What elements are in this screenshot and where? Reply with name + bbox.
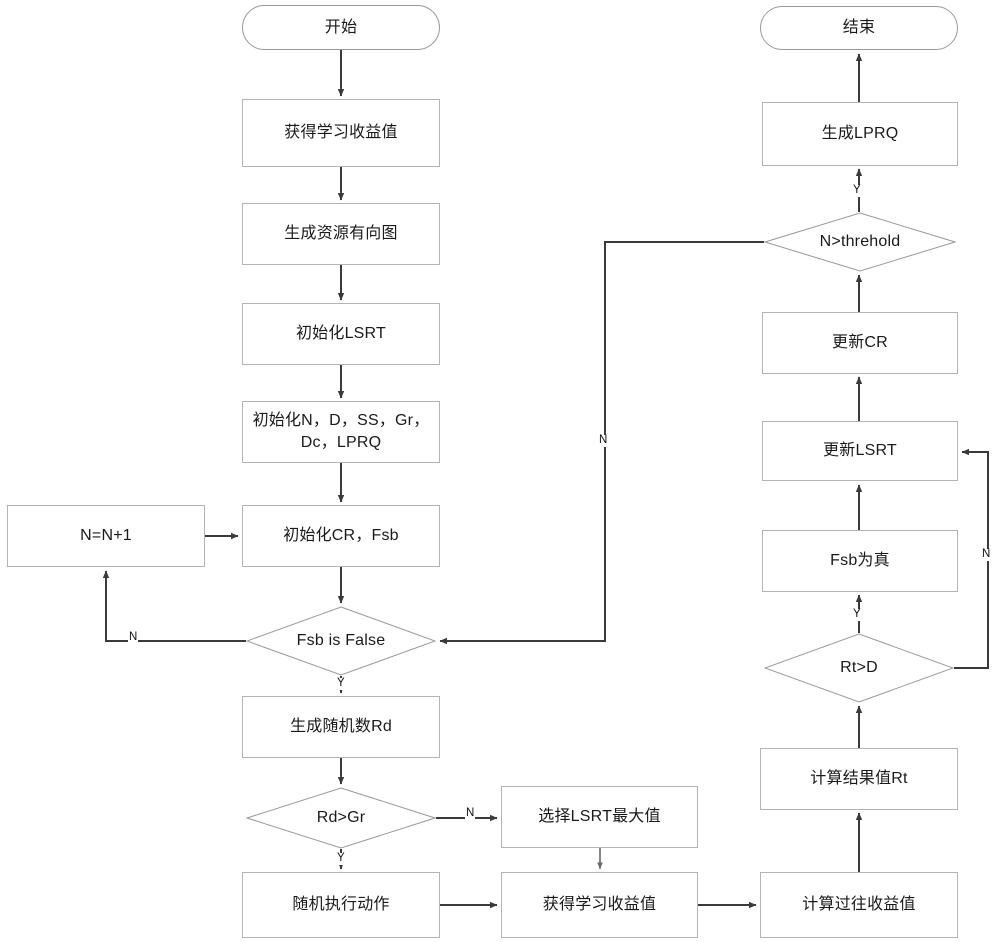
node-init-lsrt[interactable]: 初始化LSRT xyxy=(242,303,440,365)
node-n-increment-label: N=N+1 xyxy=(80,527,132,545)
node-n-increment[interactable]: N=N+1 xyxy=(7,505,205,567)
node-decision-rt-gt-d-label: Rt>D xyxy=(840,659,878,676)
node-fsb-true-label: Fsb为真 xyxy=(830,552,890,570)
node-init-params-line2: Dc，LPRQ xyxy=(300,434,382,451)
node-init-params-line1: 初始化N，D，SS，Gr， xyxy=(252,412,430,430)
node-decision-n-gt-threshold-label: N>threhold xyxy=(819,233,901,250)
diamond-shape xyxy=(764,633,954,703)
diamond-shape xyxy=(246,787,436,849)
node-get-learning-reward-1[interactable]: 获得学习收益值 xyxy=(242,99,440,167)
node-calc-past-reward-label: 计算过往收益值 xyxy=(802,896,916,914)
node-end-label: 结束 xyxy=(842,19,876,37)
diamond-shape xyxy=(246,606,436,676)
node-decision-fsb-is-false-label: Fsb is False xyxy=(296,632,386,649)
node-random-action-label: 随机执行动作 xyxy=(292,896,390,914)
node-select-lsrt-max-label: 选择LSRT最大值 xyxy=(538,808,661,826)
node-random-action[interactable]: 随机执行动作 xyxy=(242,872,440,938)
node-get-learning-reward-2[interactable]: 获得学习收益值 xyxy=(501,872,698,938)
edge-label-rt-gt-d-n: N xyxy=(981,548,992,561)
node-generate-random-rd[interactable]: 生成随机数Rd xyxy=(242,696,440,758)
node-end[interactable]: 结束 xyxy=(760,6,958,50)
node-decision-rt-gt-d[interactable]: Rt>D xyxy=(764,633,954,703)
edge-label-n-threshold-y: Y xyxy=(852,184,862,197)
node-start-label: 开始 xyxy=(324,18,358,36)
node-calc-result-rt-label: 计算结果值Rt xyxy=(810,770,908,788)
node-init-cr-fsb-label: 初始化CR，Fsb xyxy=(283,527,399,545)
edge-label-rd-gt-gr-y: Y xyxy=(336,852,346,865)
node-decision-n-gt-threshold[interactable]: N>threhold xyxy=(764,212,956,272)
edge-label-n-threshold-n: N xyxy=(598,434,609,447)
edge-label-fsb-false-n: N xyxy=(128,631,139,644)
diamond-shape xyxy=(764,212,956,272)
edge-label-rd-gt-gr-n: N xyxy=(465,807,476,820)
node-start[interactable]: 开始 xyxy=(242,5,440,50)
node-select-lsrt-max[interactable]: 选择LSRT最大值 xyxy=(501,786,698,848)
node-calc-result-rt[interactable]: 计算结果值Rt xyxy=(760,748,958,810)
node-decision-rd-gt-gr-label: Rd>Gr xyxy=(316,809,366,826)
node-fsb-true[interactable]: Fsb为真 xyxy=(762,530,958,592)
node-generate-resource-digraph[interactable]: 生成资源有向图 xyxy=(242,203,440,265)
node-generate-random-rd-label: 生成随机数Rd xyxy=(290,718,392,736)
node-update-lsrt[interactable]: 更新LSRT xyxy=(762,421,958,481)
node-get-learning-reward-1-label: 获得学习收益值 xyxy=(284,124,398,142)
node-update-cr-label: 更新CR xyxy=(832,334,888,352)
node-generate-lprq[interactable]: 生成LPRQ xyxy=(762,102,958,166)
node-calc-past-reward[interactable]: 计算过往收益值 xyxy=(760,872,958,938)
edge-label-rt-gt-d-y: Y xyxy=(852,608,862,621)
node-decision-fsb-is-false[interactable]: Fsb is False xyxy=(246,606,436,676)
edge-fsb-false-n-to-n-increment xyxy=(102,570,246,642)
node-generate-lprq-label: 生成LPRQ xyxy=(821,125,899,143)
node-get-learning-reward-2-label: 获得学习收益值 xyxy=(542,896,657,914)
node-init-lsrt-label: 初始化LSRT xyxy=(295,325,386,343)
node-init-cr-fsb[interactable]: 初始化CR，Fsb xyxy=(242,505,440,567)
node-update-cr[interactable]: 更新CR xyxy=(762,312,958,374)
node-decision-rd-gt-gr[interactable]: Rd>Gr xyxy=(246,787,436,849)
edge-label-fsb-false-y: Y xyxy=(336,677,346,690)
node-update-lsrt-label: 更新LSRT xyxy=(823,442,897,460)
node-generate-resource-digraph-label: 生成资源有向图 xyxy=(284,225,398,243)
node-init-params[interactable]: 初始化N，D，SS，Gr， Dc，LPRQ xyxy=(242,401,440,463)
